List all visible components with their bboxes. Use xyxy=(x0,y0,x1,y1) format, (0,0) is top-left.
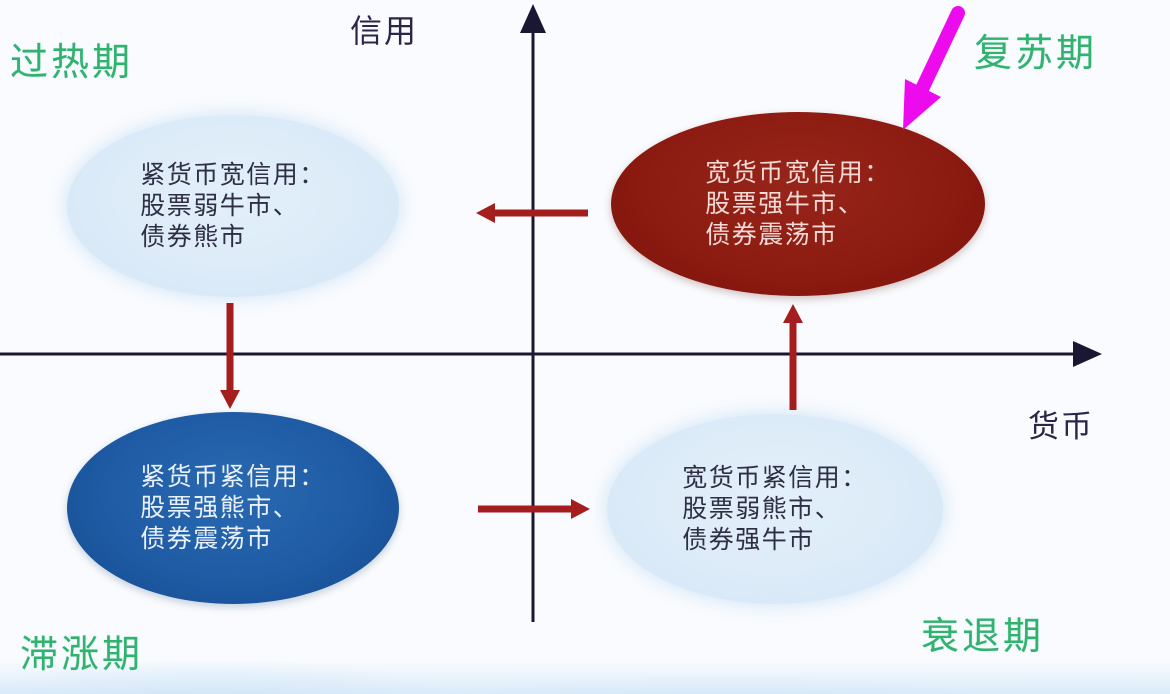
quadrant-line: 债券强牛市 xyxy=(682,526,815,554)
quadrant-bottom-right-text: 宽货币紧信用： 股票弱熊市、 债券强牛市 xyxy=(682,463,868,556)
quadrant-top-right-ellipse: 宽货币宽信用： 股票强牛市、 债券震荡市 xyxy=(611,112,985,296)
y-axis-label: 信用 xyxy=(350,13,419,49)
phase-label-stagflation: 滞涨期 xyxy=(20,634,144,676)
quadrant-line: 债券震荡市 xyxy=(705,221,838,249)
x-axis-label: 货币 xyxy=(1028,409,1094,444)
highlight-magenta-arrow-icon xyxy=(903,6,965,130)
quadrant-bottom-left-text: 紧货币紧信用： 股票强熊市、 债券震荡市 xyxy=(140,462,326,555)
quadrant-top-right-text: 宽货币宽信用： 股票强牛市、 债券震荡市 xyxy=(705,158,891,251)
phase-label-recession: 衰退期 xyxy=(921,616,1045,658)
cycle-left-arrow-icon xyxy=(476,203,588,223)
cycle-down-arrow-icon xyxy=(220,303,240,409)
quadrant-line: 股票弱熊市、 xyxy=(682,495,842,523)
phase-label-recovery: 复苏期 xyxy=(974,33,1098,75)
quadrant-bottom-right-ellipse: 宽货币紧信用： 股票弱熊市、 债券强牛市 xyxy=(607,414,943,604)
quadrant-line: 紧货币宽信用： xyxy=(140,161,326,189)
quadrant-line: 股票强牛市、 xyxy=(705,190,865,218)
quadrant-line: 债券熊市 xyxy=(140,223,247,251)
x-axis-right-arrow-icon xyxy=(0,341,1102,367)
cycle-up-arrow-icon xyxy=(783,304,803,410)
quadrant-line: 宽货币紧信用： xyxy=(682,464,868,492)
quadrant-bottom-left-ellipse: 紧货币紧信用： 股票强熊市、 债券震荡市 xyxy=(67,412,399,604)
phase-label-overheat: 过热期 xyxy=(10,42,134,84)
quadrant-top-left-text: 紧货币宽信用： 股票弱牛市、 债券熊市 xyxy=(140,160,326,253)
quadrant-line: 股票强熊市、 xyxy=(140,494,300,522)
quadrant-line: 债券震荡市 xyxy=(140,525,273,553)
quadrant-line: 紧货币紧信用： xyxy=(140,463,326,491)
quadrant-top-left-ellipse: 紧货币宽信用： 股票弱牛市、 债券熊市 xyxy=(67,115,399,297)
quadrant-line: 股票弱牛市、 xyxy=(140,192,300,220)
quadrant-line: 宽货币宽信用： xyxy=(705,159,891,187)
y-axis-up-arrow-icon xyxy=(520,4,546,622)
cycle-right-arrow-icon xyxy=(478,499,590,519)
